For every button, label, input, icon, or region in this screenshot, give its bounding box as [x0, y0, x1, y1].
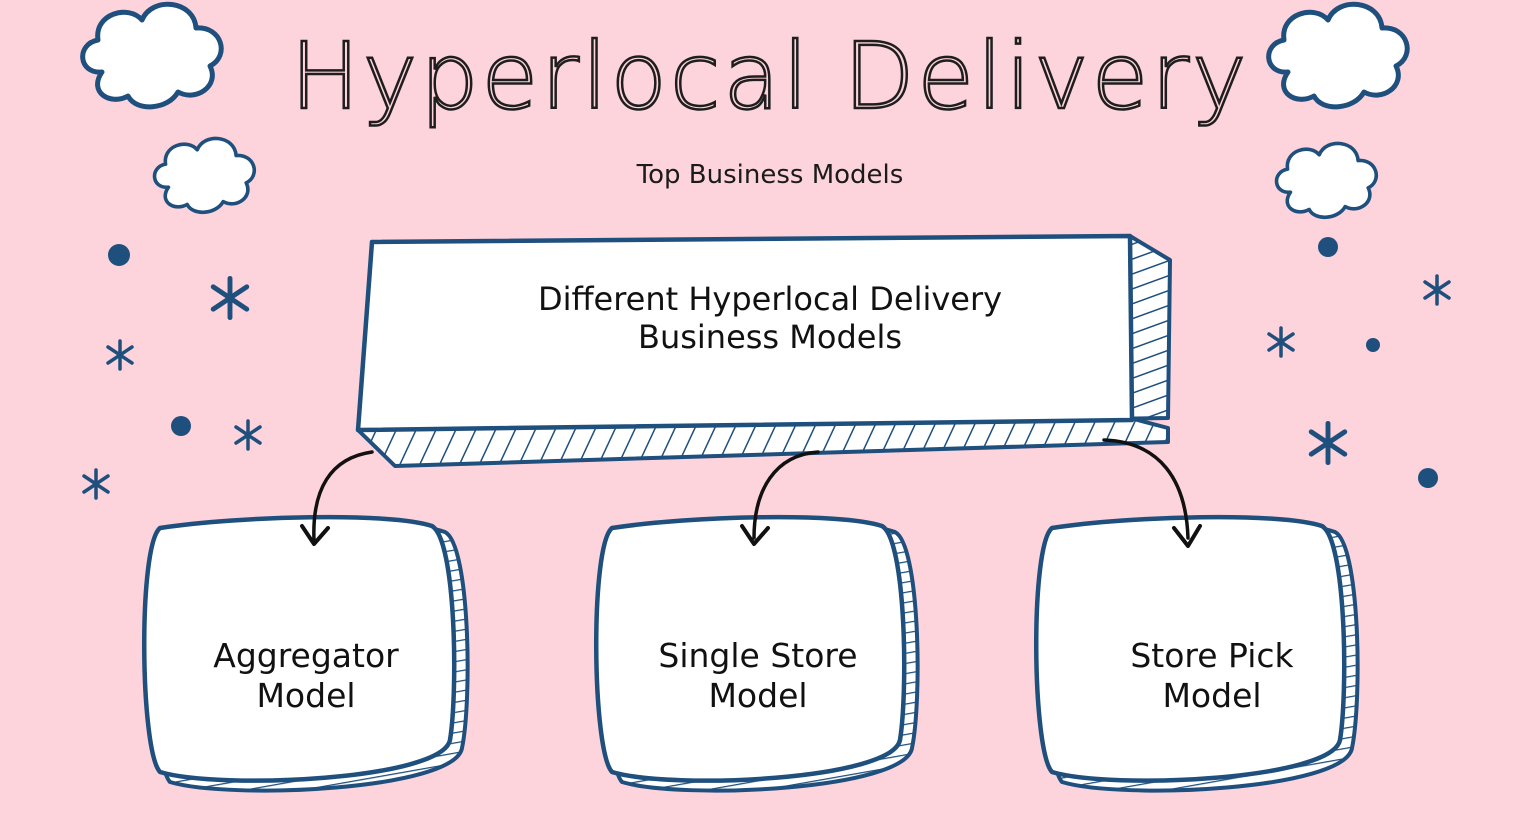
- dot-icon: [1366, 338, 1380, 352]
- star-icon: [1311, 423, 1345, 462]
- single-store-model-label: Single Store Model: [608, 636, 908, 715]
- star-icon: [213, 278, 247, 317]
- aggregator-model-line-2: Model: [256, 675, 356, 715]
- store-pick-model-line-1: Store Pick: [1130, 636, 1294, 675]
- root-box-label-line-1: Different Hyperlocal Delivery: [537, 280, 1003, 318]
- star-icon: [1423, 274, 1451, 306]
- page-subtitle: Top Business Models: [636, 160, 904, 190]
- single-store-model-line-1: Single Store: [658, 636, 858, 675]
- root-box-label: Different Hyperlocal Delivery Business M…: [420, 280, 1120, 357]
- root-box: [355, 233, 1172, 468]
- dot-icon: [108, 244, 130, 266]
- single-store-model-line-2: Model: [708, 675, 808, 715]
- dot-icon: [1418, 468, 1438, 488]
- arrow-to-store-pick: [1102, 438, 1202, 548]
- child-box-aggregator: [142, 514, 470, 793]
- child-box-store-pick: [1034, 514, 1360, 793]
- dot-icon: [171, 416, 191, 436]
- root-box-label-line-2: Business Models: [637, 318, 903, 357]
- child-box-single-store: [594, 514, 920, 793]
- store-pick-model-line-2: Model: [1162, 675, 1262, 715]
- arrow-to-single-store: [740, 450, 820, 546]
- aggregator-model-line-1: Aggregator: [213, 636, 399, 675]
- store-pick-model-label: Store Pick Model: [1062, 636, 1362, 715]
- star-icon: [82, 468, 110, 500]
- star-icon: [234, 419, 262, 451]
- page-title: Hyperlocal Delivery: [289, 23, 1250, 130]
- dot-icon: [1318, 237, 1338, 257]
- star-icon: [1267, 326, 1295, 358]
- aggregator-model-label: Aggregator Model: [156, 636, 456, 715]
- star-icon: [106, 339, 134, 371]
- arrow-to-aggregator: [300, 450, 374, 546]
